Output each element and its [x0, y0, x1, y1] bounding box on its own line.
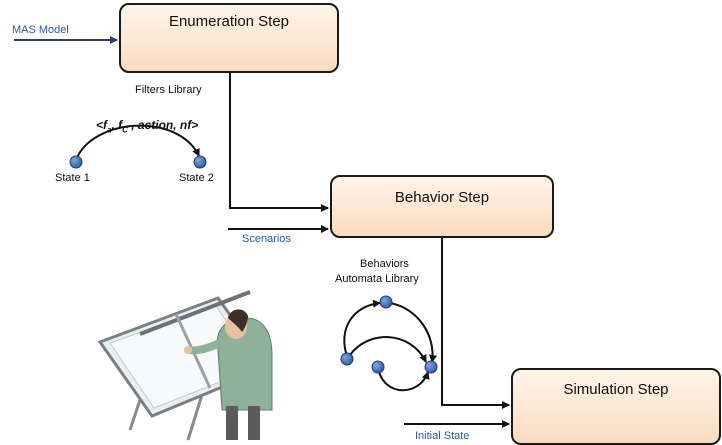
state-1-label: State 1 — [55, 172, 90, 184]
person-drawing-at-drafting-table-icon — [97, 290, 273, 441]
filter-tuple-label: <fa, fC , action, nf> — [96, 118, 199, 135]
automata-node-right — [424, 360, 438, 374]
filter-transition-arc — [75, 124, 200, 161]
enum-to-behavior-arrow — [229, 73, 329, 212]
simulation-step-label: Simulation Step — [563, 381, 669, 398]
automata-arc-left-right — [349, 336, 427, 363]
automata-node-middle — [371, 360, 385, 374]
automata-library-label: Automata Library — [335, 273, 419, 285]
filters-library-label: Filters Library — [135, 84, 202, 96]
behavior-step-box: Behavior Step — [330, 175, 554, 238]
automata-node-top — [379, 295, 393, 309]
automata-arc-left-top — [343, 299, 381, 357]
mas-model-label: MAS Model — [12, 24, 69, 36]
behavior-step-label: Behavior Step — [394, 189, 490, 206]
automata-node-left — [340, 352, 354, 366]
scenarios-label: Scenarios — [242, 233, 291, 245]
behavior-to-simulation-arrow — [441, 238, 510, 409]
state-2-label: State 2 — [179, 172, 214, 184]
simulation-step-box: Simulation Step — [511, 368, 721, 445]
automata-arc-top-right — [389, 302, 438, 363]
automata-arc-bottom-right — [377, 367, 430, 392]
state-1-node — [69, 155, 83, 169]
state-2-node — [193, 155, 207, 169]
initial-state-label: Initial State — [415, 430, 470, 442]
enumeration-step-box: Enumeration Step — [119, 3, 339, 73]
enumeration-step-label: Enumeration Step — [168, 13, 290, 30]
behaviors-label: Behaviors — [360, 258, 409, 270]
